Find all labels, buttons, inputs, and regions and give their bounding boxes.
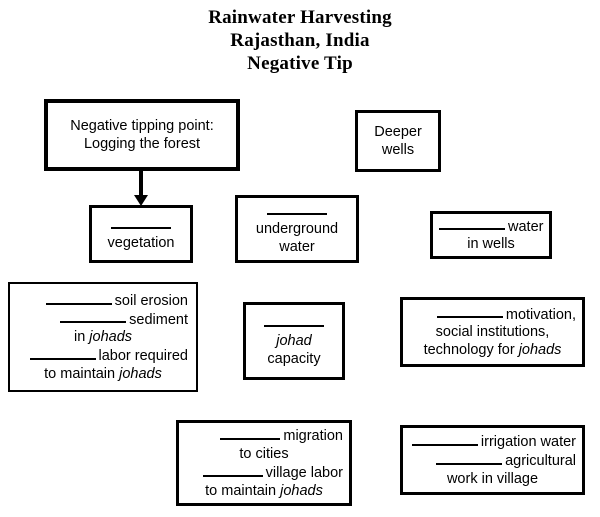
vegetation-blank — [98, 216, 184, 235]
village-labor-blank — [202, 463, 263, 477]
soil-erosion-item-1: soil erosion — [18, 291, 188, 310]
sediment-blank — [60, 310, 127, 324]
node-soil-erosion-sediment-labor[interactable]: soil erosion sediment in johads labor re… — [8, 282, 198, 392]
sediment-item-line-1: sediment — [18, 310, 188, 329]
motivation-line-3: technology for johads — [423, 342, 562, 359]
page-title: Rainwater Harvesting Rajasthan, India Ne… — [0, 6, 600, 75]
johad-capacity-line-2: capacity — [267, 351, 321, 368]
node-vegetation[interactable]: vegetation — [89, 205, 193, 263]
vegetation-label: vegetation — [107, 235, 175, 252]
deeper-wells-line-2: wells — [381, 142, 415, 158]
johad-capacity-line-1: johad — [276, 333, 312, 350]
node-underground-water[interactable]: underground water — [235, 195, 359, 263]
migration-blank — [220, 426, 281, 440]
labor-blank — [29, 346, 96, 361]
sediment-item-line-2: in johads — [73, 329, 133, 346]
title-line-1: Rainwater Harvesting — [208, 7, 392, 28]
agricultural-line-1: agricultural — [409, 451, 576, 470]
labor-item-line-2: to maintain johads — [44, 366, 162, 383]
johad-capacity-blank — [252, 314, 336, 333]
village-labor-line-1: village labor — [185, 463, 343, 482]
motivation-line-2: social institutions, — [435, 324, 550, 341]
migration-line-1: migration — [185, 426, 343, 445]
water-in-wells-blank — [439, 217, 505, 231]
underground-water-line-1: underground — [255, 221, 339, 238]
motivation-line-1: motivation, — [409, 305, 576, 324]
title-line-3: Negative Tip — [247, 53, 353, 74]
arrow-head-icon — [134, 195, 148, 206]
node-water-in-wells[interactable]: water in wells — [430, 211, 552, 259]
tipping-point-line-2: Logging the forest — [83, 136, 201, 152]
node-migration-village-labor[interactable]: migration to cities village labor to mai… — [176, 420, 352, 506]
arrow-shaft-icon — [139, 171, 143, 197]
irrigation-blank — [411, 432, 478, 446]
labor-item-line-1: labor required — [18, 346, 188, 365]
agricultural-blank — [436, 451, 503, 465]
tipping-point-line-1: Negative tipping point: — [70, 118, 214, 134]
node-deeper-wells[interactable]: Deeper wells — [355, 110, 441, 172]
agricultural-line-2: work in village — [446, 470, 539, 487]
node-johad-capacity[interactable]: johad capacity — [243, 302, 345, 380]
node-irrigation-agricultural-work[interactable]: irrigation water agricultural work in vi… — [400, 425, 585, 495]
underground-water-line-2: water — [279, 239, 315, 256]
village-labor-line-2: to maintain johads — [205, 482, 323, 499]
underground-water-blank — [244, 202, 350, 221]
node-negative-tipping-point[interactable]: Negative tipping point: Logging the fore… — [44, 99, 240, 171]
deeper-wells-line-1: Deeper — [374, 124, 422, 140]
node-motivation-institutions-technology[interactable]: motivation, social institutions, technol… — [400, 297, 585, 367]
irrigation-line-1: irrigation water — [409, 432, 576, 451]
title-line-2: Rajasthan, India — [230, 30, 370, 51]
water-in-wells-line-1: water — [439, 217, 543, 236]
soil-erosion-blank — [45, 291, 112, 305]
water-in-wells-line-2: in wells — [467, 236, 515, 253]
migration-line-2: to cities — [239, 446, 289, 462]
motivation-blank — [436, 305, 503, 319]
